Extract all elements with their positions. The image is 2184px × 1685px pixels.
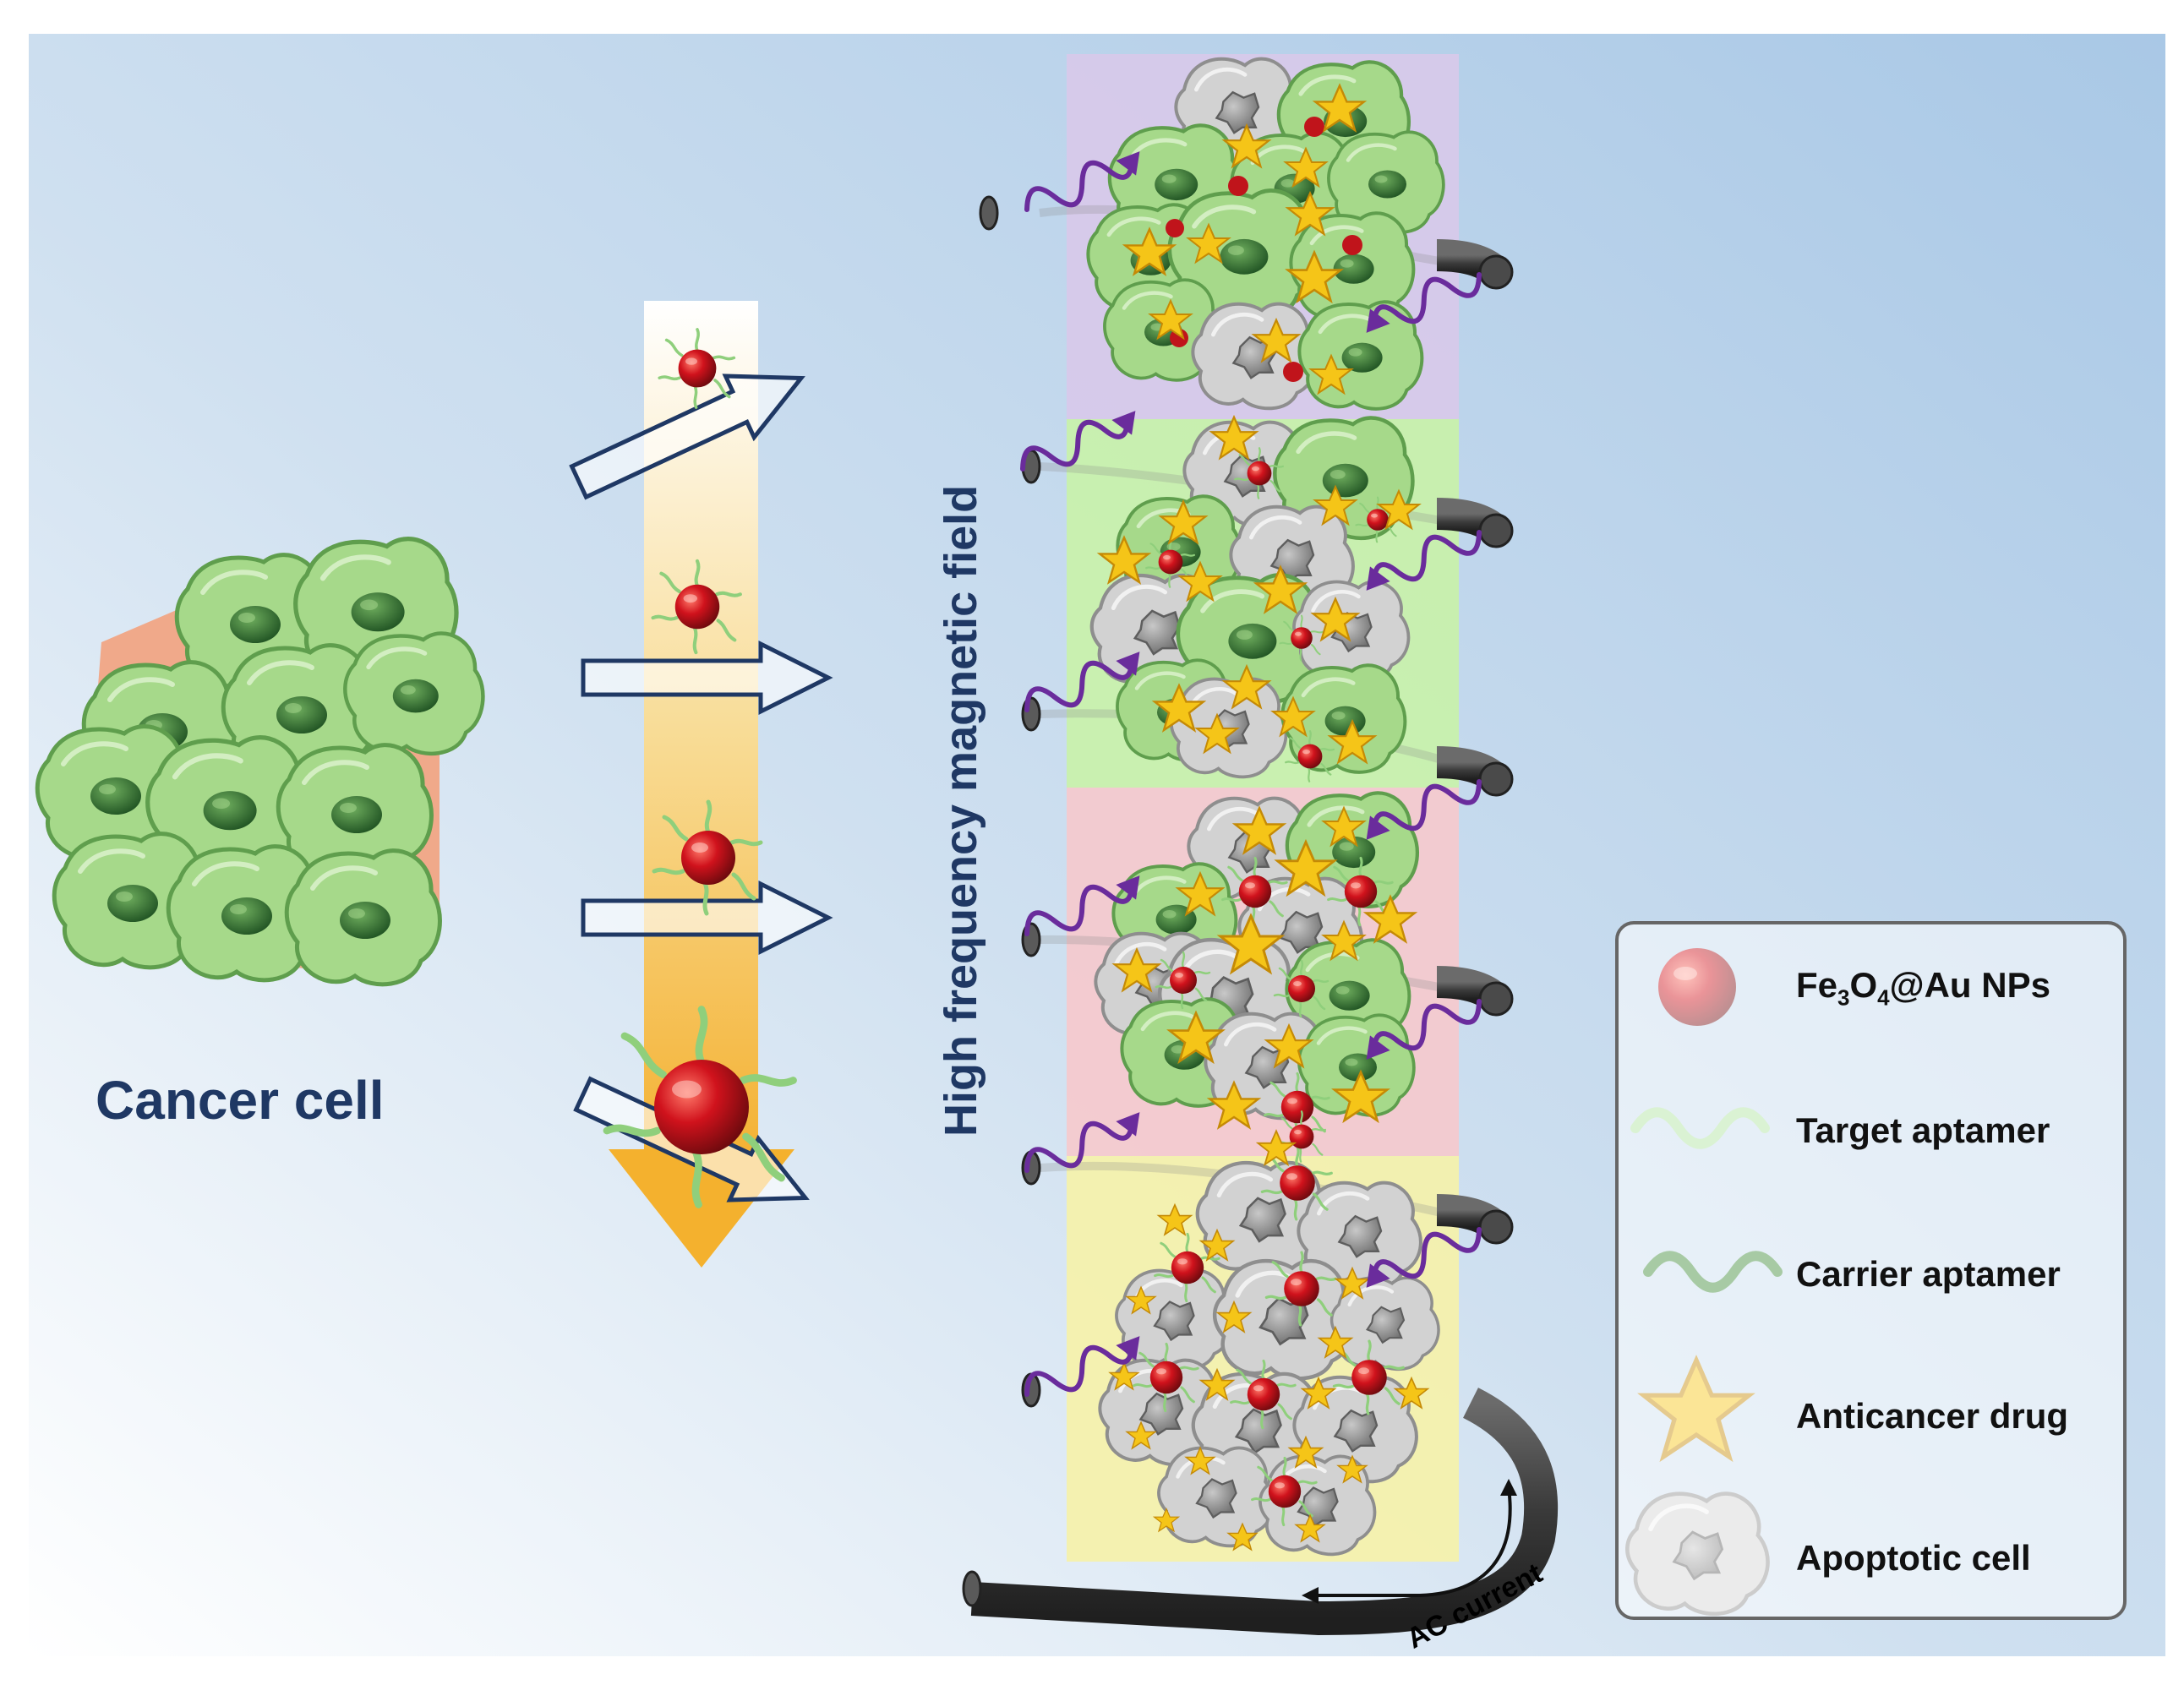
legend-np-sub1: 3	[1837, 984, 1850, 1011]
legend-box: Fe3O4@Au NPs Target aptamer Carrier apta…	[1615, 921, 2127, 1620]
stage-1-cells	[1088, 59, 1443, 409]
legend-target-aptamer: Target aptamer	[1796, 1110, 2050, 1150]
legend-np-post: @Au NPs	[1889, 965, 2050, 1005]
legend-apoptotic-cell: Apoptotic cell	[1796, 1538, 2031, 1578]
legend-np-pre: Fe	[1796, 965, 1838, 1005]
cancer-cell-label: Cancer cell	[96, 1070, 385, 1131]
cancer-cell-cluster	[37, 539, 483, 984]
nanoparticle-growth-column	[565, 301, 828, 1268]
legend-carrier-aptamer: Carrier aptamer	[1796, 1254, 2061, 1294]
legend-np-mid: O	[1849, 965, 1878, 1005]
legend-anticancer-drug: Anticancer drug	[1796, 1396, 2069, 1436]
legend-nanoparticle: Fe3O4@Au NPs	[1796, 965, 2050, 1011]
treatment-stages	[962, 54, 1559, 1636]
induction-coil	[962, 197, 1559, 1636]
magnetic-field-label: High frequency magnetic field	[936, 484, 986, 1137]
legend-np-sub2: 4	[1877, 984, 1890, 1011]
